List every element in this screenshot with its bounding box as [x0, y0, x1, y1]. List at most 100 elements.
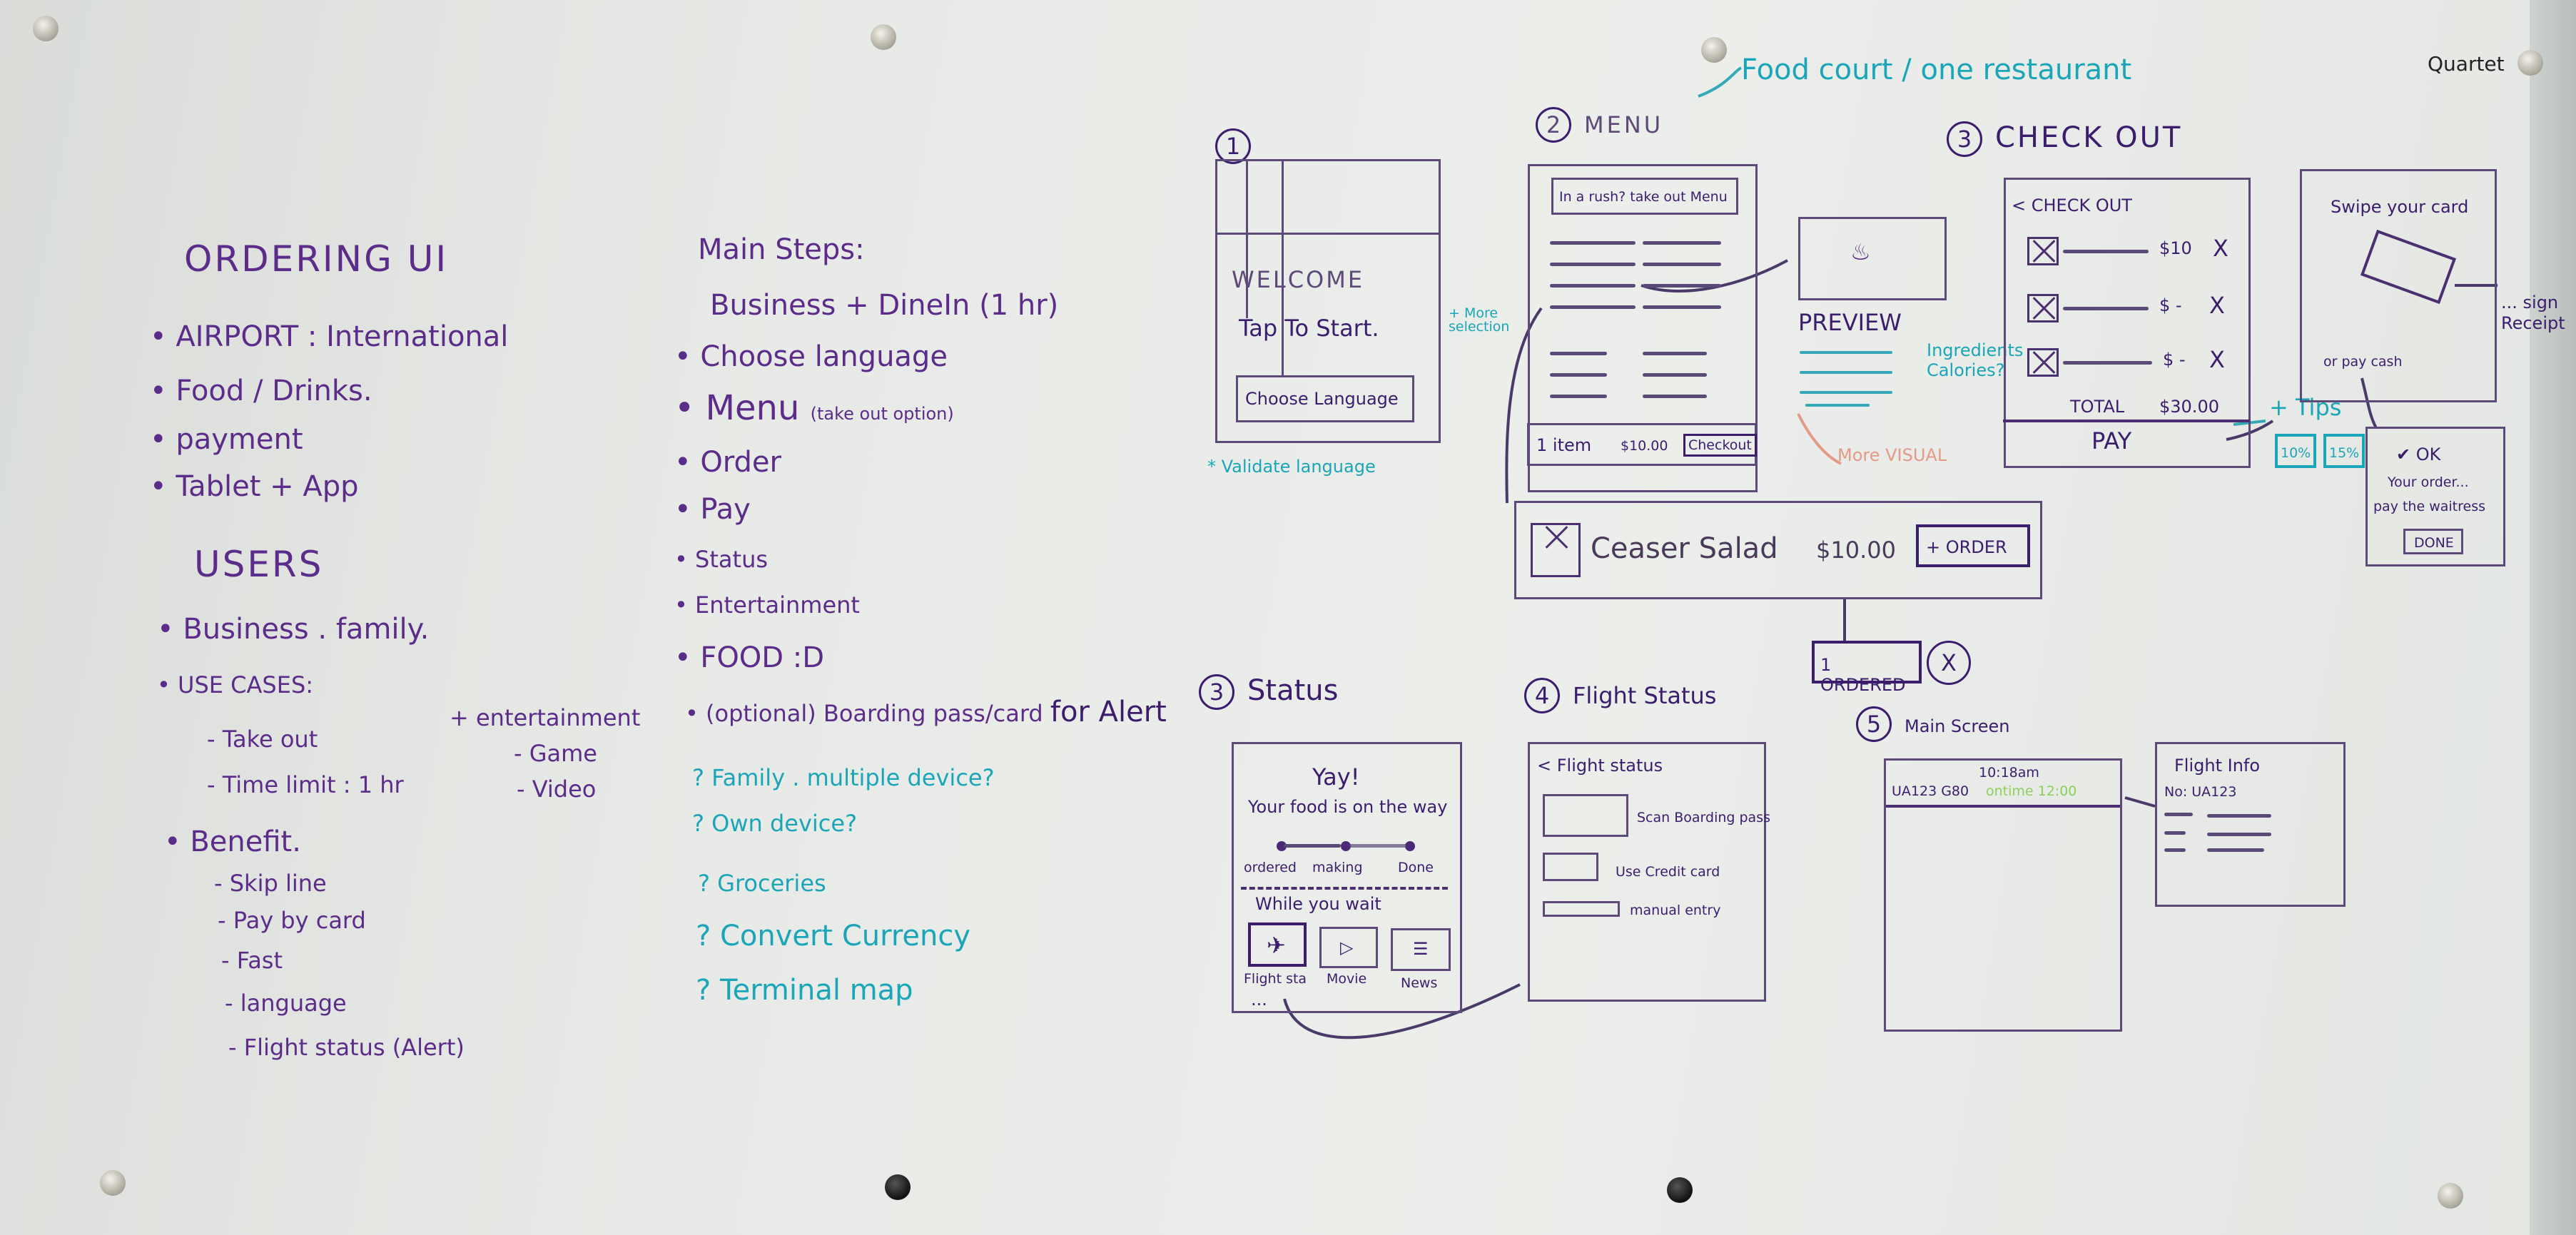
step-note: (take out option) [810, 404, 954, 424]
remove-item-icon[interactable]: X [2213, 235, 2228, 262]
note-bullet: • AIRPORT : International [150, 320, 509, 353]
magnet-icon [885, 1174, 911, 1200]
magnet-icon [871, 24, 896, 50]
checkout-button[interactable]: Checkout [1683, 434, 1757, 457]
flight-info-title: Flight Info [2174, 756, 2261, 776]
news-tile[interactable]: ☰ [1391, 928, 1451, 971]
step-text: Pay [700, 493, 751, 526]
note-bullet: • payment [150, 423, 303, 456]
tile-label: Movie [1327, 971, 1367, 987]
row-price: $ - [2163, 350, 2186, 370]
steps-subtitle: Business + DineIn (1 hr) [710, 289, 1059, 322]
food-bowl-icon: ♨ [1850, 238, 1871, 265]
option-credit-card[interactable]: Use Credit card [1616, 864, 1720, 880]
checkout-header[interactable]: < CHECK OUT [2012, 195, 2132, 215]
more-selection-note: + More selection [1449, 305, 1510, 335]
benefit-item: - Fast [221, 947, 283, 974]
add-order-button[interactable]: + ORDER [1916, 524, 2030, 567]
ok-order-text: Your order... [2388, 474, 2469, 490]
benefit-item: - Pay by card [218, 907, 366, 934]
tap-to-start: Tap To Start. [1239, 315, 1379, 342]
flight-status-screen-sketch: < Flight status Scan Boarding pass Use C… [1528, 742, 1770, 1002]
note-text: Food / Drinks. [176, 375, 372, 407]
magnet-icon [33, 16, 59, 41]
more-visual-note: More VISUAL [1837, 445, 1947, 465]
preview-image-placeholder: ♨ [1798, 217, 1947, 300]
flight-number: UA123 G80 [1892, 783, 1969, 799]
board-frame-edge [2530, 0, 2576, 1235]
ordered-button[interactable]: 1 ORDERED [1812, 641, 1922, 695]
step-item: • Menu (take out option) [674, 388, 954, 428]
total-label: TOTAL [2070, 397, 2125, 417]
visual-pointer [1797, 413, 1842, 465]
magnet-icon [2438, 1183, 2463, 1209]
tip-option[interactable]: 15% [2323, 434, 2365, 468]
pay-button[interactable]: PAY [2091, 427, 2132, 454]
while-you-wait: While you wait [1255, 894, 1381, 914]
item-count: 1 item [1536, 435, 1592, 455]
item-image-placeholder [1531, 523, 1581, 577]
entertainment-note: + entertainment [450, 704, 641, 731]
sign-receipt-note: ... sign Receipt [2501, 293, 2565, 333]
arrow-to-ok [2361, 377, 2378, 429]
ok-text: ✔ OK [2396, 444, 2441, 464]
option-manual-entry[interactable]: manual entry [1630, 903, 1721, 918]
progress-step: making [1312, 860, 1363, 875]
take-out-banner[interactable]: In a rush? take out Menu [1551, 178, 1738, 215]
footer-price: $10.00 [1621, 438, 1668, 454]
credit-card-icon [2360, 229, 2457, 305]
remove-item-icon[interactable]: X [2209, 346, 2225, 373]
movie-tile[interactable]: ▷ [1319, 927, 1378, 968]
benefit-item: - Skip line [214, 870, 327, 897]
question: ? Family . multiple device? [692, 764, 995, 791]
item-thumb [2027, 294, 2059, 322]
benefit-item: - Flight status (Alert) [228, 1034, 465, 1061]
magnet-icon [1667, 1177, 1693, 1203]
step-text: Status [695, 546, 769, 573]
arrow-to-tips [2226, 420, 2274, 441]
tip-option[interactable]: 10% [2275, 434, 2316, 468]
welcome-text: WELCOME [1232, 266, 1365, 293]
food-court-pointer [1698, 66, 1743, 98]
flight-status-header[interactable]: < Flight status [1537, 756, 1663, 776]
flight-status-tile[interactable]: ✈ [1248, 923, 1307, 967]
magnet-icon [100, 1170, 126, 1196]
remove-item-icon[interactable]: X [2209, 292, 2225, 319]
item-price: $10.00 [1816, 537, 1896, 564]
benefit-title: • Benefit. [164, 825, 301, 858]
welcome-screen-sketch: WELCOME Tap To Start. Choose Language [1215, 159, 1441, 443]
boarding-pass-icon [1543, 794, 1628, 837]
note-text: Benefit. [190, 825, 301, 858]
tile-label: Flight sta [1244, 971, 1307, 987]
tile-label: News [1401, 975, 1438, 991]
option-scan[interactable]: Scan Boarding pass [1637, 810, 1770, 825]
preview-label: PREVIEW [1798, 309, 1902, 336]
menu-item-detail: Ceaser Salad $10.00 + ORDER [1514, 501, 2042, 599]
menu-screen-sketch: In a rush? take out Menu 1 item $10.00 C… [1527, 164, 1758, 492]
note-text: payment [176, 423, 303, 456]
flight-ontime-status: ontime 12:00 [1986, 783, 2077, 799]
note-text: Business . family. [183, 613, 430, 646]
done-button[interactable]: DONE [2403, 529, 2463, 554]
ok-pay-text: pay the waitress [2373, 499, 2486, 514]
yay-text: Yay! [1312, 763, 1360, 791]
choose-language-button[interactable]: Choose Language [1236, 375, 1414, 422]
benefit-item: - language [225, 990, 347, 1017]
step-text: Entertainment [695, 591, 860, 619]
step-item: • Pay [674, 493, 751, 526]
pay-cash-link[interactable]: or pay cash [2323, 354, 2403, 370]
question: ? Own device? [692, 810, 858, 837]
step-item: • Status [674, 546, 769, 573]
clock-time: 10:18am [1979, 765, 2039, 781]
close-icon[interactable]: X [1927, 641, 1971, 685]
note-text: AIRPORT : International [176, 320, 509, 353]
users-title: USERS [194, 544, 324, 585]
entertainment-item: - Video [517, 776, 597, 803]
item-thumb [2027, 348, 2059, 377]
note-bullet: • Tablet + App [150, 470, 359, 503]
